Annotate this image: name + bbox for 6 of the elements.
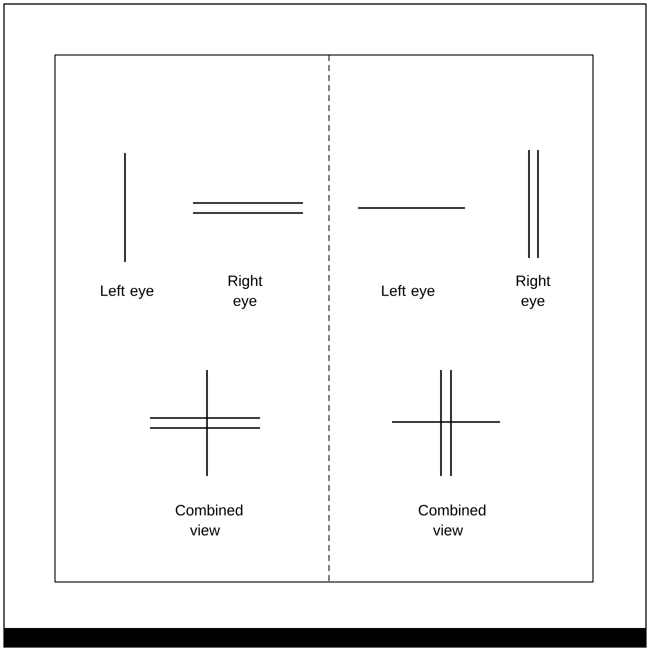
caption-text: Left eye [101,285,154,299]
caption-text: Left eye [382,285,434,299]
caption-text: Combined view [176,504,242,536]
caption-text: Right eye [516,275,550,309]
caption-text: Combined view [418,504,486,536]
caption-text: Right eye [228,275,262,309]
